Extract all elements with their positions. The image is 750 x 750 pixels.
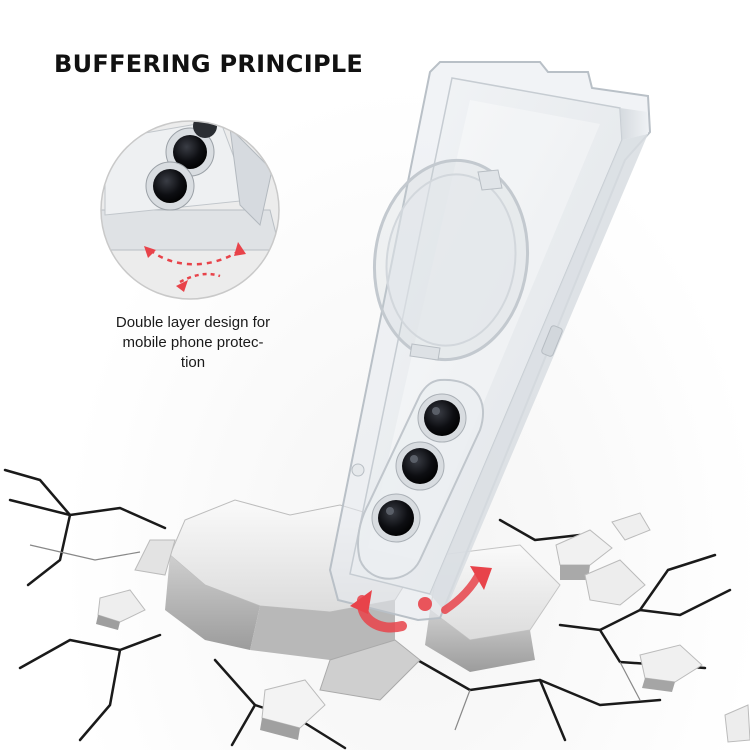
curved-arrow-icon bbox=[350, 566, 492, 633]
caption-line: mobile phone protec- bbox=[122, 334, 264, 351]
detail-zoom-circle bbox=[100, 120, 280, 300]
page-title: BUFFERING PRINCIPLE bbox=[54, 50, 364, 78]
caption-line: tion bbox=[180, 354, 206, 371]
camera-module bbox=[357, 378, 485, 580]
ring-holder-icon bbox=[372, 158, 530, 362]
feature-caption: Double layer design for mobile phone pro… bbox=[100, 313, 286, 373]
caption-line: Double layer design for bbox=[115, 314, 271, 331]
